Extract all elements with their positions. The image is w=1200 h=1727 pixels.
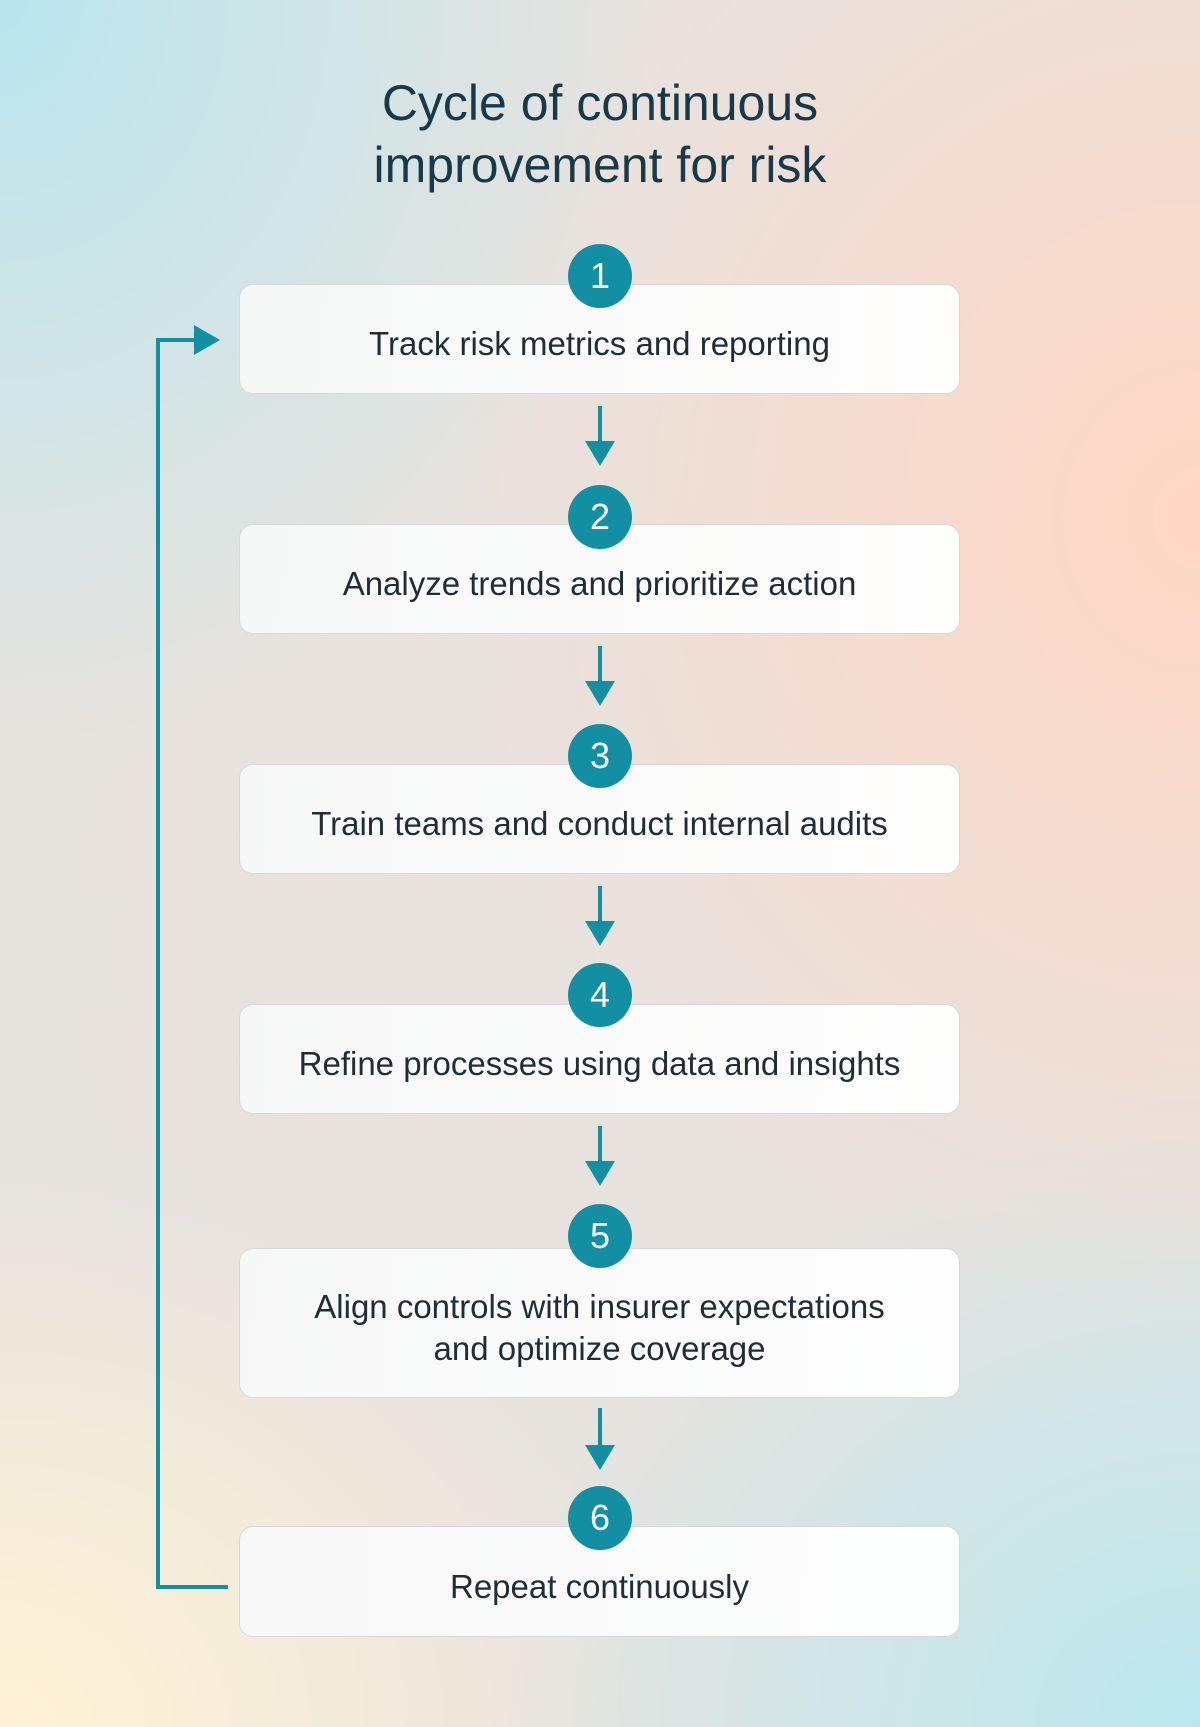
loop-back-arrowhead [194, 325, 220, 355]
title-line-2: improvement for risk [373, 137, 827, 193]
title-line-1: Cycle of continuous [381, 75, 819, 131]
arrowhead-2-to-3 [585, 681, 615, 706]
step-4-number-badge: 4 [568, 963, 632, 1027]
step-2-label: Analyze trends and prioritize action [342, 565, 857, 602]
diagram-title: Cycle of continuous improvement for risk [0, 72, 1200, 196]
step-4-label: Refine processes using data and insights [298, 1045, 901, 1082]
step-5-label-line-1: Align controls with insurer expectations [314, 1288, 885, 1325]
step-5-label-line-2: and optimize coverage [433, 1330, 766, 1367]
arrowhead-5-to-6 [585, 1445, 615, 1470]
step-6-number-badge: 6 [568, 1486, 632, 1550]
arrowhead-4-to-5 [585, 1161, 615, 1186]
step-3-box: Train teams and conduct internal audits [239, 764, 960, 874]
step-1-box: Track risk metrics and reporting [239, 284, 960, 394]
step-1-number-badge: 1 [568, 244, 632, 308]
step-5-number-badge: 5 [568, 1204, 632, 1268]
step-1-label: Track risk metrics and reporting [369, 325, 830, 362]
loop-back-line [156, 338, 228, 1589]
arrowhead-1-to-2 [585, 441, 615, 466]
step-2-number-badge: 2 [568, 485, 632, 549]
arrowhead-3-to-4 [585, 921, 615, 946]
step-3-number-badge: 3 [568, 724, 632, 788]
step-3-label: Train teams and conduct internal audits [311, 805, 888, 842]
step-6-label: Repeat continuously [449, 1567, 750, 1605]
